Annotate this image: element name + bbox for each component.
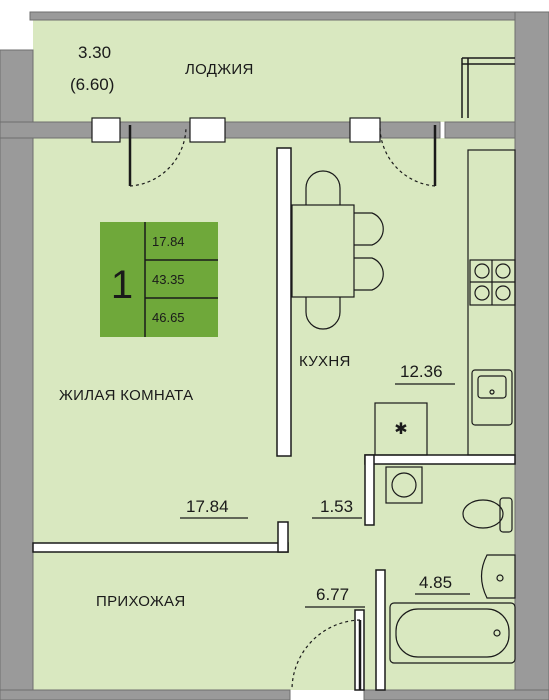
badge-background: [100, 222, 218, 337]
washing-machine-icon: [385, 466, 423, 504]
badge-room-count: 1: [111, 263, 133, 307]
area-underlines: [180, 383, 470, 608]
bathroom-area: 4.85: [419, 573, 452, 592]
hall-area: 6.77: [316, 585, 349, 604]
fridge-icon: ✱: [394, 421, 407, 438]
door-icon: [379, 125, 437, 187]
badge-total-with-loggia: 46.65: [152, 310, 185, 325]
apartment-badge: 1 17.84 43.35 46.65: [100, 222, 218, 337]
kitchen-label: КУХНЯ: [299, 353, 351, 370]
kitchen-area: 12.36: [400, 362, 443, 381]
living-room-label: ЖИЛАЯ КОМНАТА: [59, 387, 193, 404]
living-room-area: 17.84: [186, 497, 229, 516]
badge-living-area: 17.84: [152, 234, 185, 249]
sink-icon: [471, 369, 513, 426]
washbasin-icon: [480, 554, 516, 599]
table-icon: [291, 204, 355, 298]
closet-area: 1.53: [320, 497, 353, 516]
loggia-label: ЛОДЖИЯ: [185, 61, 254, 78]
stove-icon: [469, 259, 516, 306]
walls: [0, 11, 549, 700]
hall-label: ПРИХОЖАЯ: [96, 593, 186, 610]
door-icon: [128, 125, 187, 187]
loggia-floor: [33, 20, 515, 122]
loggia-area: 3.30: [78, 43, 111, 62]
loggia-area-full: (6.60): [70, 75, 114, 94]
door-icon: [291, 619, 362, 691]
toilet-icon: [462, 497, 513, 533]
loggia-frame: [461, 57, 515, 118]
bathtub-icon: [389, 602, 516, 664]
chair-icon: [305, 170, 384, 330]
badge-total-area: 43.35: [152, 272, 185, 287]
